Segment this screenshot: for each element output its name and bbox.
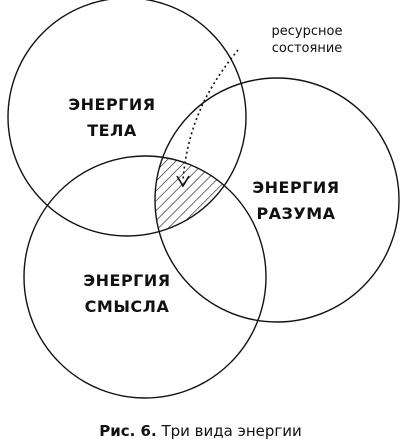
body-energy-label-line1: ЭНЕРГИЯ	[68, 95, 155, 114]
meaning-energy-label-line2: СМЫСЛА	[85, 297, 170, 316]
mind-energy-label-line2: РАЗУМА	[256, 204, 335, 223]
annotation-line1: ресурсное	[272, 24, 343, 39]
venn-diagram: ЭНЕРГИЯ ТЕЛА ЭНЕРГИЯ РАЗУМА ЭНЕРГИЯ СМЫС…	[7, 0, 400, 399]
annotation-arrow	[182, 49, 239, 181]
annotation-line2: состояние	[272, 41, 343, 56]
figure-caption-label: Рис. 6.	[99, 422, 157, 440]
figure-caption: Рис. 6. Три вида энергии	[0, 422, 401, 440]
mind-energy-circle	[154, 77, 400, 323]
body-energy-circle	[7, 0, 247, 237]
figure-caption-text: Три вида энергии	[161, 422, 302, 440]
meaning-energy-label-line1: ЭНЕРГИЯ	[83, 271, 170, 290]
meaning-energy-circle	[23, 155, 267, 399]
mind-energy-label-line1: ЭНЕРГИЯ	[252, 178, 339, 197]
body-energy-label-line2: ТЕЛА	[87, 121, 137, 140]
annotation-arrowhead	[176, 175, 190, 188]
